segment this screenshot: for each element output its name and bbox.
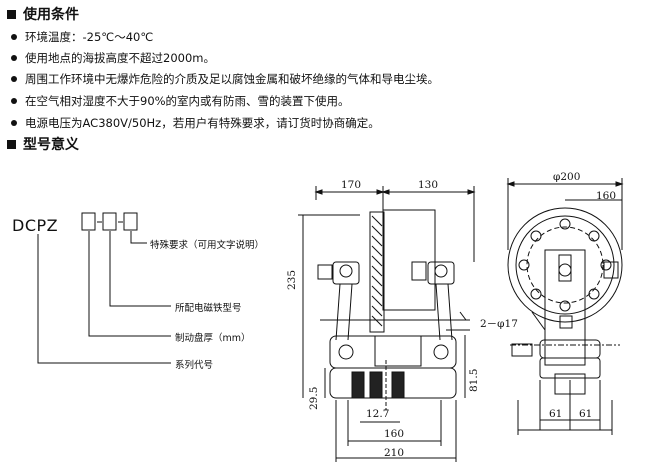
square-bullet-icon <box>7 139 16 149</box>
bullet-icon <box>11 55 17 61</box>
leader-series <box>37 234 171 364</box>
bullet-icon <box>11 76 17 82</box>
dim-81-5: 81.5 <box>468 368 480 392</box>
dim-holes: 2－φ17 <box>480 318 518 330</box>
usage-item-text: 使用地点的海拔高度不超过2000m。 <box>25 51 215 65</box>
dim-130: 130 <box>418 179 439 191</box>
usage-item: 周围工作环境中无爆炸危险的介质及足以腐蚀金属和破坏绝缘的气体和导电尘埃。 <box>11 71 439 87</box>
usage-heading-text: 使用条件 <box>23 7 79 23</box>
model-heading-text: 型号意义 <box>23 137 79 153</box>
dim-210: 210 <box>384 447 405 459</box>
usage-item-text: 在空气相对湿度不大于90%的室内或有防雨、雪的装置下使用。 <box>25 94 350 108</box>
dim-61-left: 61 <box>549 408 563 420</box>
model-heading: 型号意义 <box>7 134 79 154</box>
label-special: 特殊要求（可用文字说明） <box>150 240 265 251</box>
dim-12-7: 12.7 <box>366 408 390 420</box>
dim-61-right: 61 <box>579 408 593 420</box>
label-series: 系列代号 <box>175 360 214 371</box>
usage-heading: 使用条件 <box>7 4 79 24</box>
usage-item-text: 周围工作环境中无爆炸危险的介质及足以腐蚀金属和破坏绝缘的气体和导电尘埃。 <box>25 72 439 86</box>
dim-160-front: 160 <box>384 428 405 440</box>
bullet-icon <box>11 120 17 126</box>
dim-29-5: 29.5 <box>308 386 320 410</box>
usage-item-text: 电源电压为AC380V/50Hz，若用户有特殊要求，请订货时协商确定。 <box>25 116 380 130</box>
label-magnet: 所配电磁铁型号 <box>175 303 242 314</box>
square-bullet-icon <box>7 9 16 19</box>
dim-170: 170 <box>341 179 362 191</box>
usage-item: 环境温度：-25℃～40℃ <box>11 29 153 45</box>
side-view <box>506 178 624 435</box>
bullet-icon <box>11 34 17 40</box>
leader-disc <box>88 231 171 337</box>
leader-magnet <box>109 231 171 307</box>
dim-phi200: φ200 <box>553 171 581 183</box>
usage-item: 使用地点的海拔高度不超过2000m。 <box>11 50 215 66</box>
usage-item-text: 环境温度：-25℃～40℃ <box>25 30 154 44</box>
dim-235: 235 <box>286 269 298 290</box>
usage-item: 电源电压为AC380V/50Hz，若用户有特殊要求，请订货时协商确定。 <box>11 115 380 131</box>
code-box-magnet <box>123 212 138 231</box>
leader-special <box>130 231 147 244</box>
dim-160-side: 160 <box>596 190 617 202</box>
bullet-icon <box>11 98 17 104</box>
usage-item: 在空气相对湿度不大于90%的室内或有防雨、雪的装置下使用。 <box>11 93 350 109</box>
code-box-series <box>81 212 96 231</box>
label-disc: 制动盘厚（mm） <box>175 333 251 344</box>
code-box-disc <box>102 212 117 231</box>
front-view <box>298 186 476 462</box>
model-prefix: DCPZ <box>12 216 59 235</box>
